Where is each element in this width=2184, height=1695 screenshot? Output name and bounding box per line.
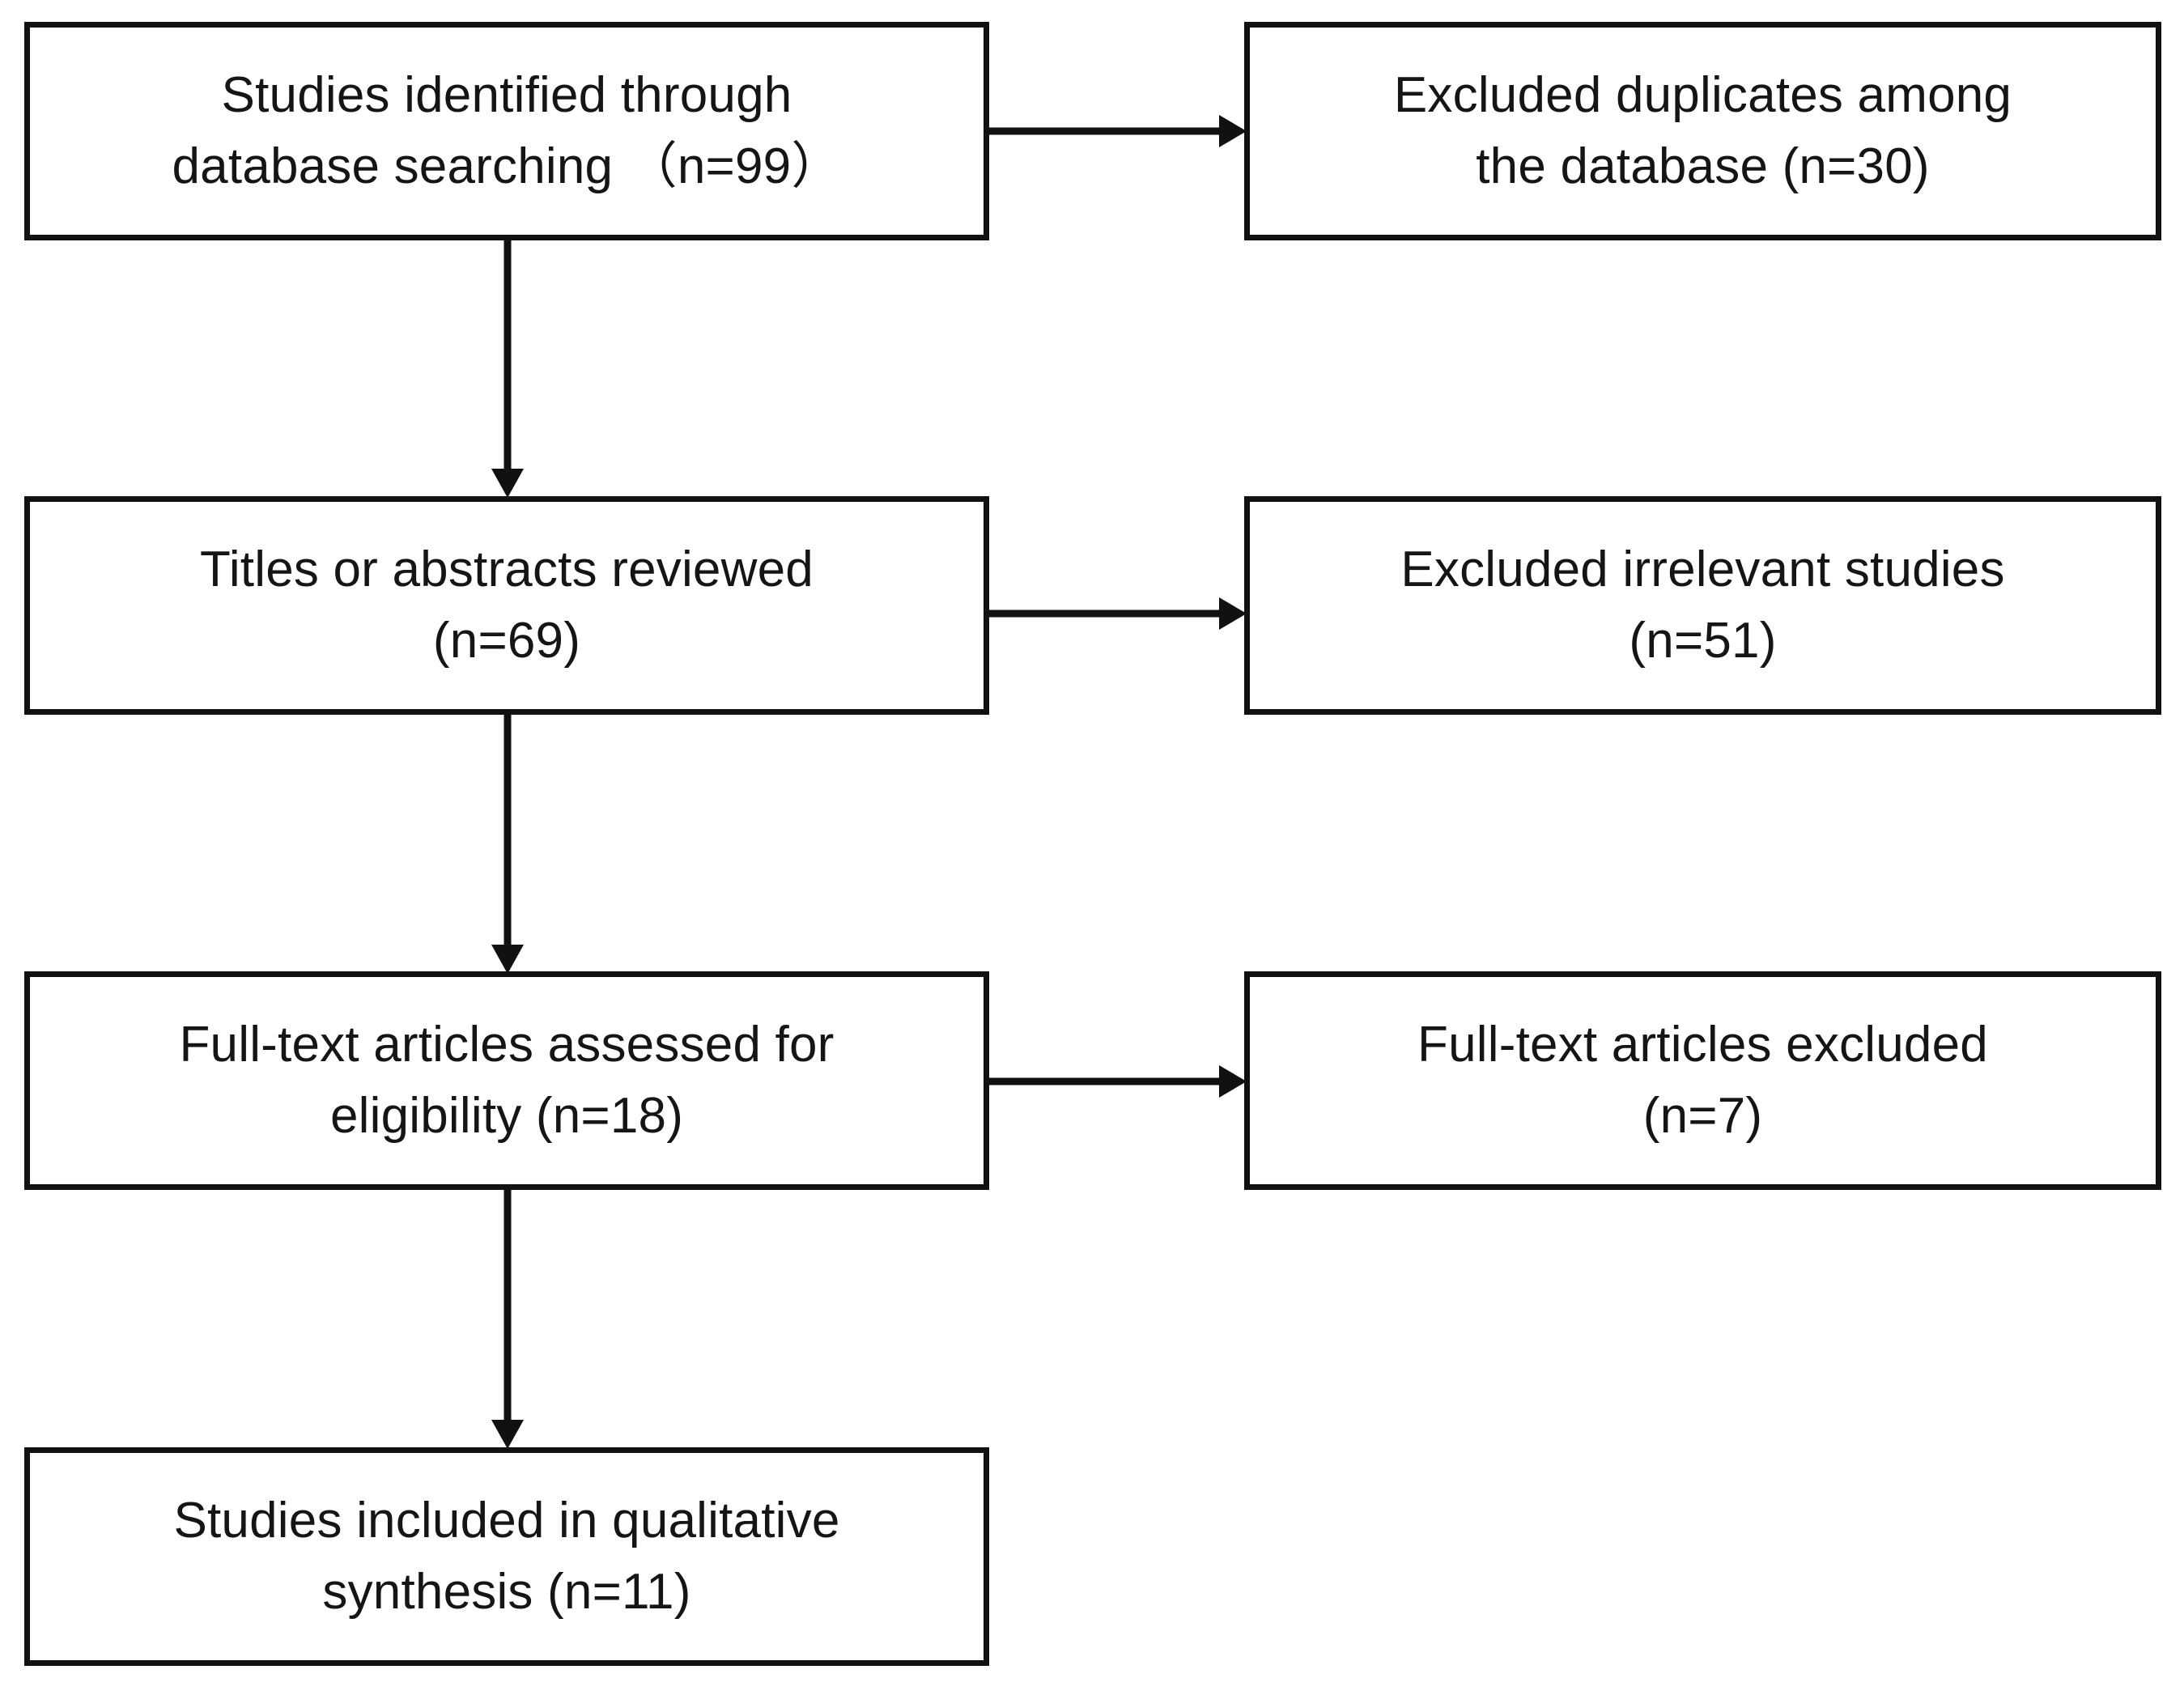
- edge-identified-to-duplicates: [986, 105, 1249, 157]
- edge-fulltext-to-included: [482, 1187, 533, 1452]
- node-titles-abstracts-reviewed: Titles or abstracts reviewed (n=69): [24, 496, 989, 715]
- node-fulltext-assessed-label: Full-text articles assessed for eligibil…: [179, 1016, 835, 1144]
- edge-titles-to-fulltext: [482, 712, 533, 977]
- edge-identified-to-titles: [482, 237, 533, 501]
- node-titles-abstracts-reviewed-label: Titles or abstracts reviewed (n=69): [200, 541, 814, 669]
- node-fulltext-excluded-label: Full-text articles excluded (n=7): [1417, 1016, 1988, 1144]
- node-fulltext-excluded: Full-text articles excluded (n=7): [1244, 971, 2161, 1190]
- node-fulltext-assessed: Full-text articles assessed for eligibil…: [24, 971, 989, 1190]
- node-excluded-duplicates-label: Excluded duplicates among the database (…: [1393, 66, 2012, 194]
- node-studies-identified-label: Studies identified through database sear…: [172, 66, 842, 194]
- edge-fulltext-to-fulltext-excluded: [986, 1056, 1249, 1107]
- node-studies-identified: Studies identified through database sear…: [24, 22, 989, 240]
- edge-titles-to-irrelevant: [986, 588, 1249, 639]
- node-studies-included-label: Studies included in qualitative synthesi…: [173, 1492, 840, 1620]
- node-excluded-irrelevant-studies: Excluded irrelevant studies (n=51): [1244, 496, 2161, 715]
- node-excluded-irrelevant-studies-label: Excluded irrelevant studies (n=51): [1400, 541, 2005, 669]
- node-studies-included: Studies included in qualitative synthesi…: [24, 1447, 989, 1666]
- node-excluded-duplicates: Excluded duplicates among the database (…: [1244, 22, 2161, 240]
